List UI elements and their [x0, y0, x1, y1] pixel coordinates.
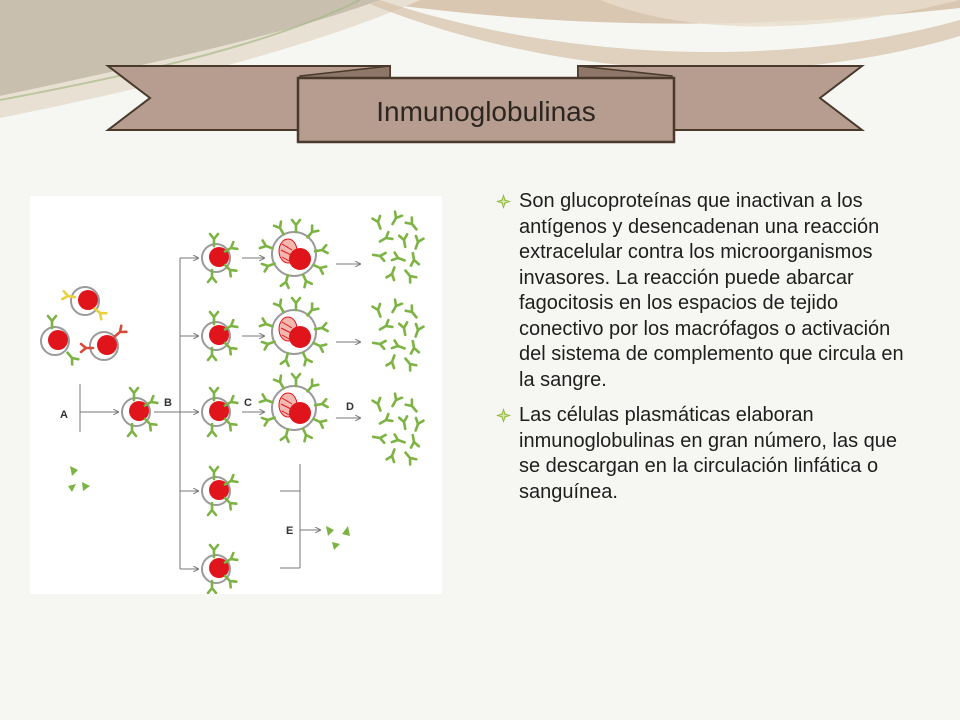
- title-banner: [105, 65, 865, 144]
- diamond-bullet-icon: [496, 408, 511, 423]
- clone-cell: [202, 312, 237, 360]
- bullet-list: Son glucoproteínas que inactivan a los a…: [494, 189, 914, 515]
- bullet-item: Son glucoproteínas que inactivan a los a…: [494, 189, 914, 393]
- diamond-bullet-icon: [496, 194, 511, 209]
- secreted-antibodies: [372, 394, 423, 465]
- antigen-triangles: [68, 466, 90, 492]
- label-e: E: [286, 525, 293, 537]
- clone-cell: [202, 388, 237, 436]
- plasma-cell: [260, 374, 328, 442]
- slide-title: Inmunoglobulinas: [376, 96, 596, 127]
- secreted-antibodies: [372, 300, 423, 371]
- bullet-text: Son glucoproteínas que inactivan a los a…: [519, 190, 904, 391]
- plasma-cell: [260, 298, 328, 366]
- plasma-cell-diagram: A B: [30, 196, 442, 594]
- label-c: C: [244, 397, 252, 409]
- naive-lymphocyte-yellow: [61, 286, 108, 321]
- label-a: A: [60, 409, 68, 421]
- label-b: B: [164, 397, 172, 409]
- naive-lymphocyte-green: [40, 314, 80, 366]
- label-d: D: [346, 401, 354, 413]
- clone-cell: [202, 467, 237, 515]
- secreted-antibodies: [372, 212, 423, 283]
- bullet-item: Las células plasmáticas elaboran inmunog…: [494, 403, 914, 505]
- selected-lymphocyte: [122, 388, 157, 436]
- clone-cell: [202, 545, 237, 593]
- naive-lymphocyte-red: [79, 324, 128, 361]
- clone-cell: [202, 234, 237, 282]
- antigen-triangles-e: [326, 526, 350, 550]
- bullet-text: Las células plasmáticas elaboran inmunog…: [519, 404, 898, 503]
- plasma-cell: [260, 220, 328, 288]
